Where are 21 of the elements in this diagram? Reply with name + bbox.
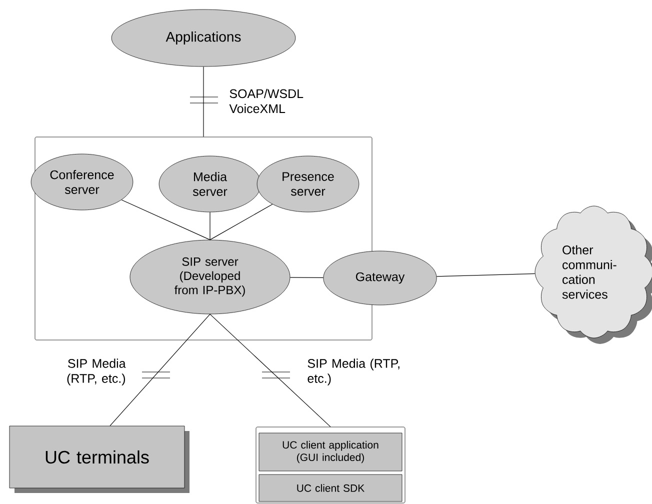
edge-label: SOAP/WSDL VoiceXML xyxy=(229,88,304,114)
connector-line xyxy=(210,204,273,240)
connector-line xyxy=(121,200,210,240)
client-layer-box: UC client SDK xyxy=(258,474,402,502)
ellipse-node: Applications xyxy=(111,9,296,67)
connector-line xyxy=(203,66,204,138)
client-layer-box: UC client application (GUI included) xyxy=(258,432,402,472)
ellipse-node: Media server xyxy=(158,156,262,212)
connector-line xyxy=(110,314,210,426)
cloud: Other communi- cation services xyxy=(534,206,652,344)
ellipse-node: Presence server xyxy=(256,156,360,212)
client-stack-box xyxy=(256,426,406,504)
connector-line xyxy=(290,277,324,278)
ellipse-node: SIP server (Developed from IP-PBX) xyxy=(130,240,290,314)
ellipse-node: Conference server xyxy=(30,154,134,210)
connector-line xyxy=(210,314,331,428)
ellipse-node: Gateway xyxy=(323,250,437,306)
edge-label: SIP Media (RTP, etc.) xyxy=(67,358,126,386)
terminal-box: UC terminals xyxy=(9,426,190,493)
edge-label: SIP Media (RTP, etc.) xyxy=(308,358,400,386)
connector-line xyxy=(436,273,536,277)
